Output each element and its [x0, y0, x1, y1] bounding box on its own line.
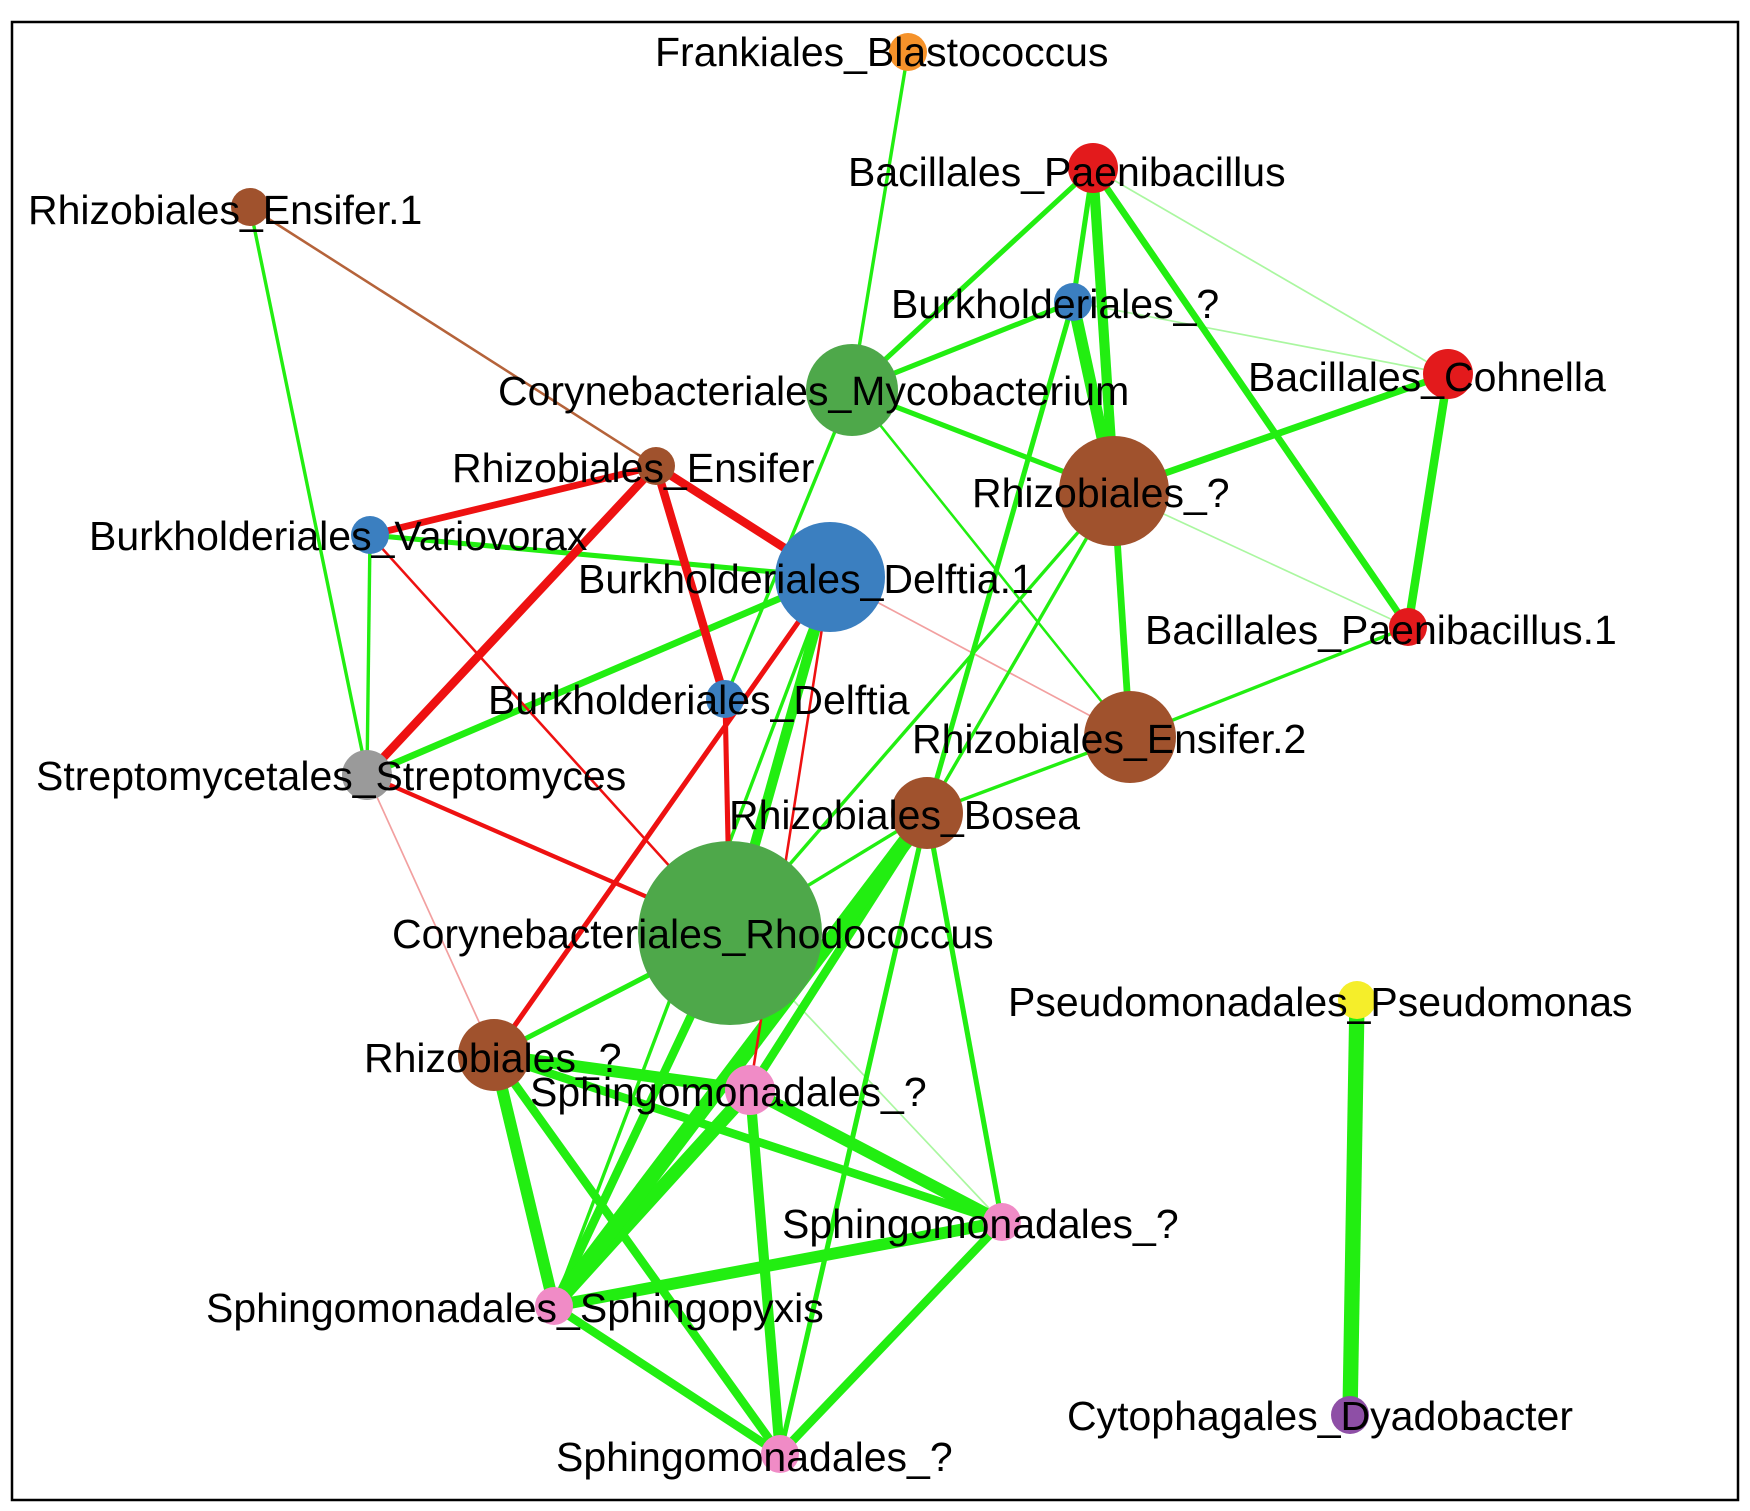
- edge-delftia1-ensifer2: [829, 576, 1131, 738]
- node-label-paenibacillus: Bacillales_Paenibacillus: [848, 149, 1286, 195]
- edge-rhizo_q1-bosea: [925, 490, 1116, 814]
- node-label-streptomyces: Streptomycetales_Streptomyces: [36, 753, 626, 799]
- edge-delftia1-rhizo_q2: [491, 575, 833, 1057]
- node-label-sphingo_q2: Sphingomonadales_?: [782, 1201, 1179, 1247]
- node-sphingopyxis: [535, 1287, 573, 1325]
- edge-sphingopyxis-sphingo_q3: [551, 1302, 783, 1458]
- node-streptomyces: [342, 750, 392, 800]
- diagram-frame: [10, 20, 1740, 1502]
- edge-bosea-sphingo_q3: [777, 812, 930, 1455]
- node-variovorax: [351, 516, 389, 554]
- node-mycobacterium: [806, 344, 898, 436]
- node-ensifer2: [1084, 691, 1176, 783]
- node-label-rhizo_q2: Rhizobiales_?: [364, 1035, 622, 1081]
- edge-rhizo_q2-sphingopyxis: [488, 1053, 560, 1308]
- node-rhizo_q1: [1059, 436, 1169, 546]
- node-label-dyadobacter: Cytophagales_Dyadobacter: [1067, 1393, 1573, 1439]
- node-sphingo_q3: [761, 1435, 799, 1473]
- node-rhodococcus: [638, 841, 822, 1025]
- node-delftia: [706, 680, 744, 718]
- node-label-ensifer1: Rhizobiales_Ensifer.1: [28, 187, 422, 233]
- edge-bosea-sphingo_q2: [924, 812, 1005, 1223]
- edge-sphingo_q1-sphingo_q2: [747, 1084, 1005, 1228]
- node-label-rhodococcus: Corynebacteriales_Rhodococcus: [392, 911, 994, 957]
- node-sphingo_q1: [725, 1065, 775, 1115]
- edge-rhizo_q1-rhodococcus: [728, 489, 1116, 935]
- node-label-sphingo_q3: Sphingomonadales_?: [556, 1434, 953, 1480]
- node-dyadobacter: [1331, 1396, 1369, 1434]
- edge-ensifer1-ensifer: [249, 205, 657, 468]
- edge-paenibacillus-mycobacterium: [850, 166, 1095, 392]
- node-cohnella: [1423, 349, 1473, 399]
- edge-rhizo_q2-sphingo_q1: [493, 1049, 751, 1096]
- edge-mycobacterium-ensifer2: [851, 389, 1131, 738]
- node-blastococcus: [889, 33, 927, 71]
- label-layer: Frankiales_BlastococcusBacillales_Paenib…: [28, 29, 1633, 1480]
- node-label-burk_q: Burkholderiales_?: [891, 281, 1219, 327]
- edge-paenibacillus-cohnella: [1092, 167, 1449, 375]
- edge-cohnella-paenibacillus1: [1403, 373, 1453, 628]
- node-pseudomonas: [1338, 981, 1376, 1019]
- edge-burk_q-cohnella: [1072, 301, 1449, 375]
- edge-delftia1-streptomyces: [365, 573, 832, 779]
- edge-paenibacillus-paenibacillus1: [1090, 166, 1411, 629]
- edge-rhizo_q2-sphingo_q3: [490, 1052, 784, 1457]
- node-label-blastococcus: Frankiales_Blastococcus: [655, 29, 1108, 75]
- edge-variovorax-delftia1: [369, 532, 831, 580]
- node-ensifer: [637, 447, 675, 485]
- node-label-delftia: Burkholderiales_Delftia: [488, 677, 910, 723]
- node-label-sphingo_q1: Sphingomonadales_?: [530, 1069, 927, 1115]
- node-label-ensifer: Rhizobiales_Ensifer: [452, 445, 814, 491]
- node-sphingo_q2: [983, 1203, 1021, 1241]
- node-label-cohnella: Bacillales_Cohnella: [1248, 354, 1606, 400]
- edge-burk_q-bosea: [924, 301, 1076, 814]
- edge-sphingo_q2-sphingo_q3: [776, 1219, 1006, 1457]
- node-label-pseudomonas: Pseudomonadales_Pseudomonas: [1008, 979, 1633, 1025]
- edge-ensifer1-streptomyces: [248, 206, 369, 776]
- node-label-variovorax: Burkholderiales_Variovorax: [89, 513, 588, 559]
- edge-rhizo_q2-sphingo_q2: [492, 1050, 1004, 1227]
- edge-streptomyces-rhizo_q2: [366, 774, 495, 1056]
- edge-variovorax-streptomyces: [365, 534, 372, 776]
- node-label-sphingopyxis: Sphingomonadales_Sphingopyxis: [206, 1285, 824, 1331]
- node-ensifer1: [231, 188, 269, 226]
- node-label-bosea: Rhizobiales_Bosea: [729, 792, 1080, 838]
- node-layer: [231, 33, 1473, 1473]
- edge-ensifer2-paenibacillus1: [1129, 625, 1409, 739]
- node-paenibacillus: [1068, 143, 1118, 193]
- edge-blastococcus-mycobacterium: [850, 51, 910, 391]
- edge-pseudomonas-dyadobacter: [1342, 999, 1365, 1416]
- node-bosea: [891, 777, 963, 849]
- edge-ensifer-delftia: [651, 464, 730, 701]
- edge-cohnella-rhizo_q1: [1112, 370, 1450, 495]
- node-burk_q: [1054, 283, 1092, 321]
- node-delftia1: [775, 522, 885, 632]
- edge-bosea-sphingopyxis: [547, 808, 934, 1311]
- node-label-rhizo_q1: Rhizobiales_?: [972, 470, 1230, 516]
- edge-ensifer-streptomyces: [363, 463, 660, 778]
- node-label-delftia1: Burkholderiales_Delftia.1: [578, 556, 1034, 602]
- edge-sphingo_q2-sphingopyxis: [552, 1216, 1004, 1312]
- node-label-paenibacillus1: Bacillales_Paenibacillus.1: [1145, 607, 1617, 653]
- node-label-ensifer2: Rhizobiales_Ensifer.2: [912, 716, 1306, 762]
- edge-ensifer-variovorax: [369, 462, 657, 539]
- node-label-mycobacterium: Corynebacteriales_Mycobacterium: [498, 368, 1129, 414]
- node-paenibacillus1: [1389, 608, 1427, 646]
- node-rhizo_q2: [458, 1019, 530, 1091]
